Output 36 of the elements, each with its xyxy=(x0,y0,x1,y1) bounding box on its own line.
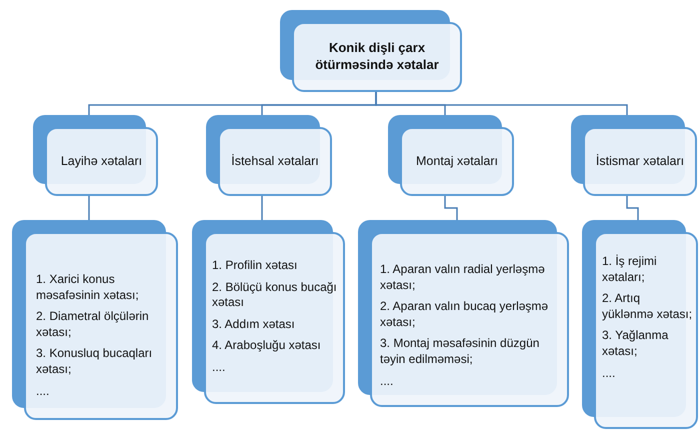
card-title: Layihə xətaları xyxy=(60,153,144,170)
list-item: 2. Artıq yüklənmə xətası; xyxy=(602,291,694,322)
process-card xyxy=(388,115,514,196)
list-item: 3. Montaj məsafəsinin düzgün təyin edilməməsi; xyxy=(380,336,540,368)
process-card xyxy=(33,115,158,196)
card-title: Konik dişli çarx ötürməsində xətalar xyxy=(314,40,440,74)
list-item: 1. Xarici konus məsafəsinin xətası; xyxy=(36,272,140,304)
list-item: 3. Addım xətası xyxy=(212,316,296,332)
connector-line xyxy=(88,196,90,220)
list-item: 2. Bölüçü konus bucağı xətası xyxy=(212,280,338,311)
process-card xyxy=(206,115,332,196)
list-item: 2. Aparan valın bucaq yerləşmə xətası; xyxy=(380,299,550,330)
process-card xyxy=(582,220,698,429)
list-item: 2. Diametral ölçülərin xətası; xyxy=(36,309,150,340)
connector-line xyxy=(444,196,458,220)
process-card xyxy=(192,220,345,404)
list-item: 1. İş rejimi xətaları; xyxy=(602,254,658,286)
list-item: .... xyxy=(212,360,226,376)
list-item: .... xyxy=(602,366,616,382)
connector-line xyxy=(375,92,628,115)
process-card xyxy=(571,115,697,196)
list-item: .... xyxy=(380,374,394,390)
list-item: 1. Aparan valın radial yerləşmə xətası; xyxy=(380,262,546,294)
list-item: 4. Araboşluğu xətası xyxy=(212,338,322,354)
list-item: .... xyxy=(36,384,50,400)
connector-line xyxy=(626,196,639,220)
card-title: İstismar xətaları xyxy=(594,153,686,170)
card-title: Montaj xətaları xyxy=(415,153,499,170)
card-title: İstehsal xətaları xyxy=(230,153,320,170)
connector-line xyxy=(261,196,263,220)
list-item: 1. Profilin xətası xyxy=(212,258,298,274)
process-card xyxy=(12,220,178,420)
list-item: 3. Yağlanma xətası; xyxy=(602,328,670,360)
process-card xyxy=(280,10,462,92)
list-item: 3. Konusluq bucaqları xətası; xyxy=(36,346,154,378)
process-card xyxy=(358,220,569,407)
